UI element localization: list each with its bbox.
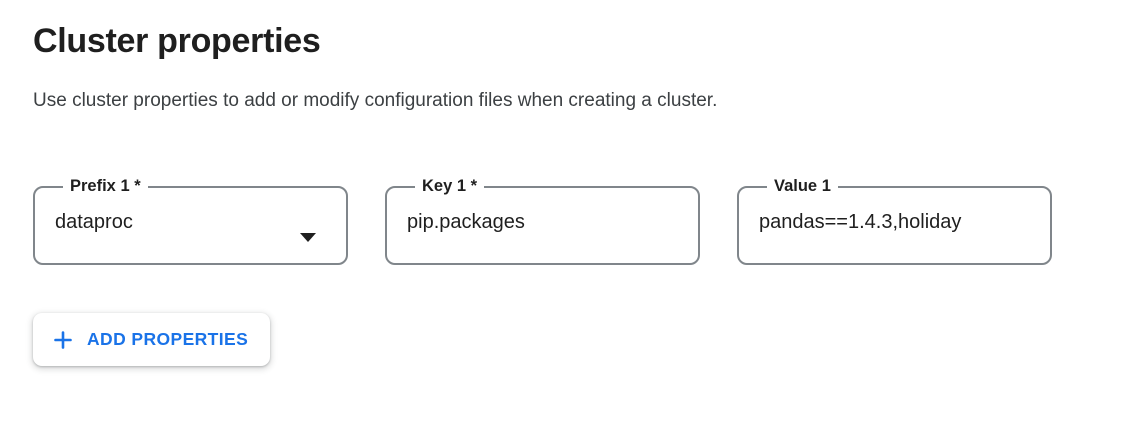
add-properties-button[interactable]: ADD PROPERTIES [33,313,271,367]
value-label: Value 1 [774,177,831,196]
key-field: Key 1 * [385,177,700,266]
key-input[interactable] [407,210,684,234]
chevron-down-icon[interactable] [300,232,316,242]
page-title: Cluster properties [33,22,321,60]
value-input[interactable] [759,210,1036,234]
actions-row: ADD PROPERTIES [33,313,1122,367]
prefix-select[interactable]: Prefix 1 * dataproc [33,177,348,266]
prefix-label: Prefix 1 * [70,177,141,196]
property-row-1: Prefix 1 * dataproc Key 1 * Value 1 [33,177,1122,266]
page-description: Use cluster properties to add or modify … [33,89,718,111]
value-field: Value 1 [737,177,1052,266]
prefix-selected-value: dataproc [55,210,133,233]
add-properties-label: ADD PROPERTIES [87,329,249,350]
plus-icon [51,328,75,352]
key-label: Key 1 * [422,177,478,196]
